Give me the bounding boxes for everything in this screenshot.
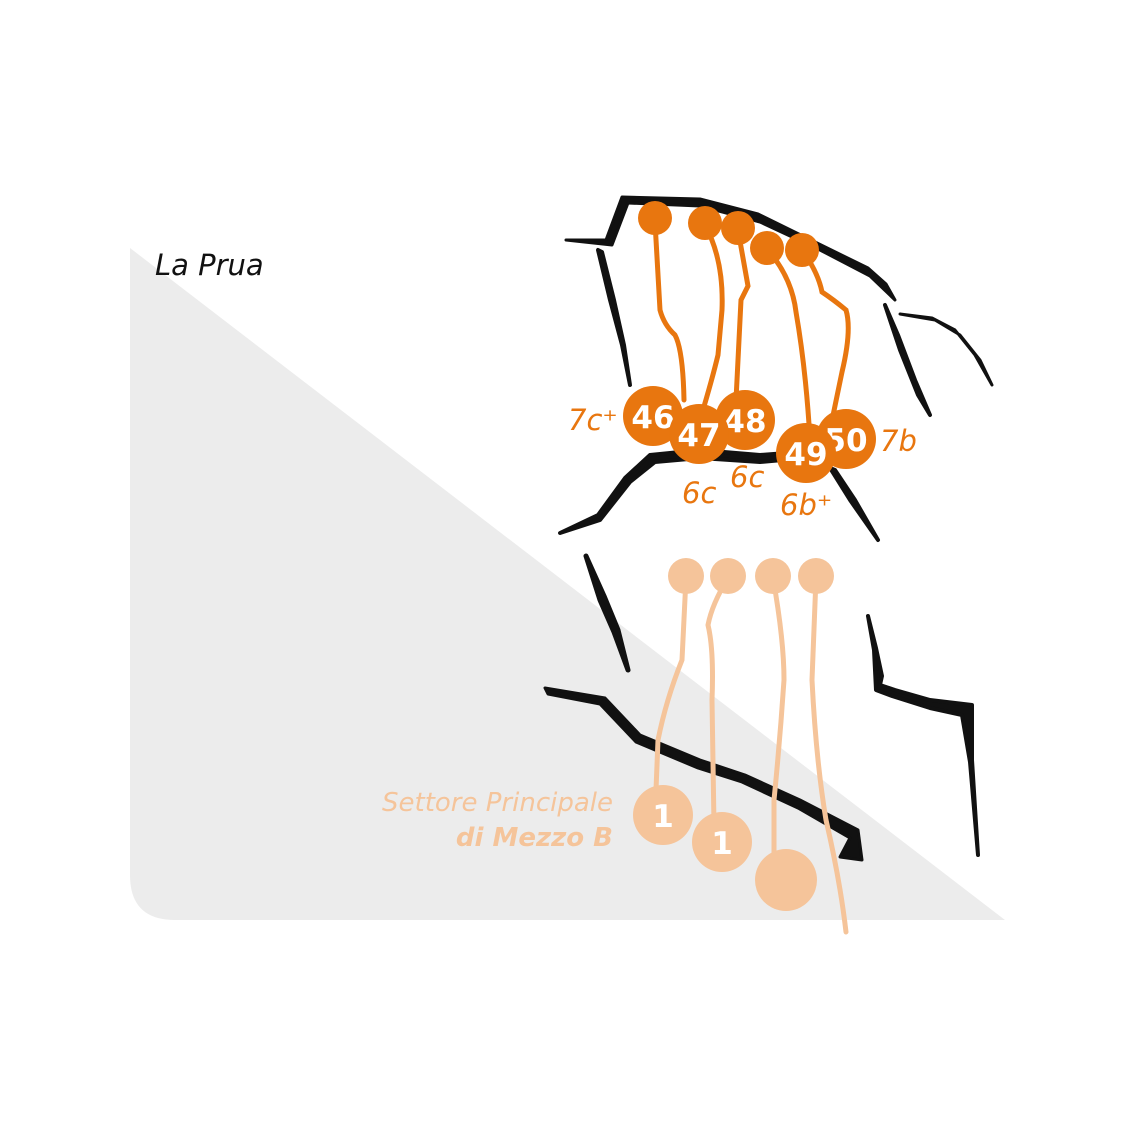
lower-route-line-3 <box>770 575 787 873</box>
lower-anchor-4 <box>798 558 834 594</box>
anchor-46 <box>638 201 672 235</box>
anchor-50 <box>785 233 819 267</box>
lower-sector-line2: di Mezzo B <box>456 823 613 853</box>
route-line-46 <box>652 219 687 403</box>
svg-text:48: 48 <box>723 404 766 440</box>
anchor-49 <box>750 231 784 265</box>
route-line-47 <box>697 222 725 423</box>
lower-badge-2: 1 <box>692 812 752 872</box>
route-badge-48: 48 <box>715 390 775 450</box>
lower-anchor-2 <box>710 558 746 594</box>
grade-48: 6c <box>730 460 764 494</box>
grade-50: 7b <box>880 424 917 458</box>
route-badge-46: 46 <box>623 386 683 446</box>
grade-47: 6c <box>682 476 716 510</box>
upper-anchors <box>638 201 819 267</box>
grade-49: 6b⁺ <box>780 488 832 522</box>
rock-outline-upper <box>558 195 994 542</box>
grade-46: 7c⁺ <box>568 403 618 437</box>
rock-outline-lower <box>543 553 980 862</box>
route-line-48 <box>733 227 751 403</box>
route-grades: 7c⁺ 6c 6c 6b⁺ 7b <box>568 403 917 522</box>
svg-text:1: 1 <box>652 799 674 835</box>
lower-anchor-1 <box>668 558 704 594</box>
svg-text:46: 46 <box>631 400 674 436</box>
lower-route-line-4 <box>809 575 849 935</box>
upper-routes <box>652 219 851 443</box>
route-badge-47: 47 <box>669 404 729 464</box>
anchor-48 <box>721 211 755 245</box>
lower-sector-line1: Settore Principale <box>382 788 613 818</box>
lower-route-line-2 <box>705 575 731 828</box>
route-line-49 <box>765 247 813 443</box>
anchor-47 <box>688 206 722 240</box>
svg-text:49: 49 <box>784 437 827 473</box>
lower-sector-label: Settore Principale di Mezzo B <box>382 788 613 853</box>
lower-route-line-1 <box>653 575 689 793</box>
lower-badge-3 <box>755 849 817 911</box>
sector-title: La Prua <box>155 248 264 282</box>
route-line-50 <box>799 247 851 433</box>
route-badges: 46 50 48 47 49 <box>623 386 876 483</box>
svg-text:47: 47 <box>677 418 720 454</box>
lower-badge-1: 1 <box>633 785 693 845</box>
route-badge-49: 49 <box>776 423 836 483</box>
lower-badges: 1 1 <box>633 785 817 911</box>
lower-anchors <box>668 558 834 594</box>
lower-anchor-3 <box>755 558 791 594</box>
background-panel <box>130 248 1005 920</box>
svg-text:1: 1 <box>711 826 733 862</box>
lower-routes <box>653 575 849 935</box>
